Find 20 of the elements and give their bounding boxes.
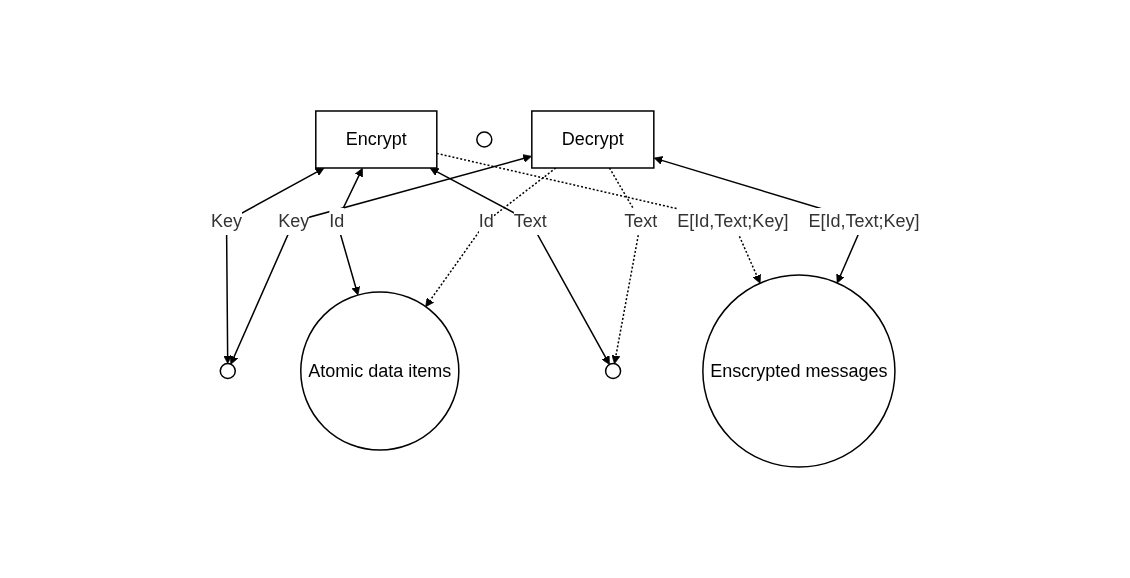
node-circle: Atomic data items (299, 291, 460, 451)
node-circle (475, 131, 493, 148)
arrow (608, 167, 642, 364)
arrow (229, 154, 532, 365)
edge-label: Id (478, 210, 494, 231)
arrow (223, 167, 325, 364)
edge-label: Text (624, 210, 658, 231)
arrow (429, 167, 610, 365)
node-box: Decrypt (530, 110, 655, 169)
node-circle (604, 362, 622, 380)
node-circle (219, 362, 236, 380)
edge-label: E[Id,Text;Key] (808, 210, 920, 231)
node-box: Encrypt (314, 110, 438, 169)
edge-label: Text (513, 210, 547, 231)
arrow (425, 167, 557, 307)
edge-label: Id (329, 210, 345, 231)
node-circle: Enscrypted messages (701, 274, 896, 468)
edge-label: Key (210, 210, 242, 231)
edge-label: Key (278, 210, 310, 231)
edge-label: E[Id,Text;Key] (677, 210, 789, 231)
